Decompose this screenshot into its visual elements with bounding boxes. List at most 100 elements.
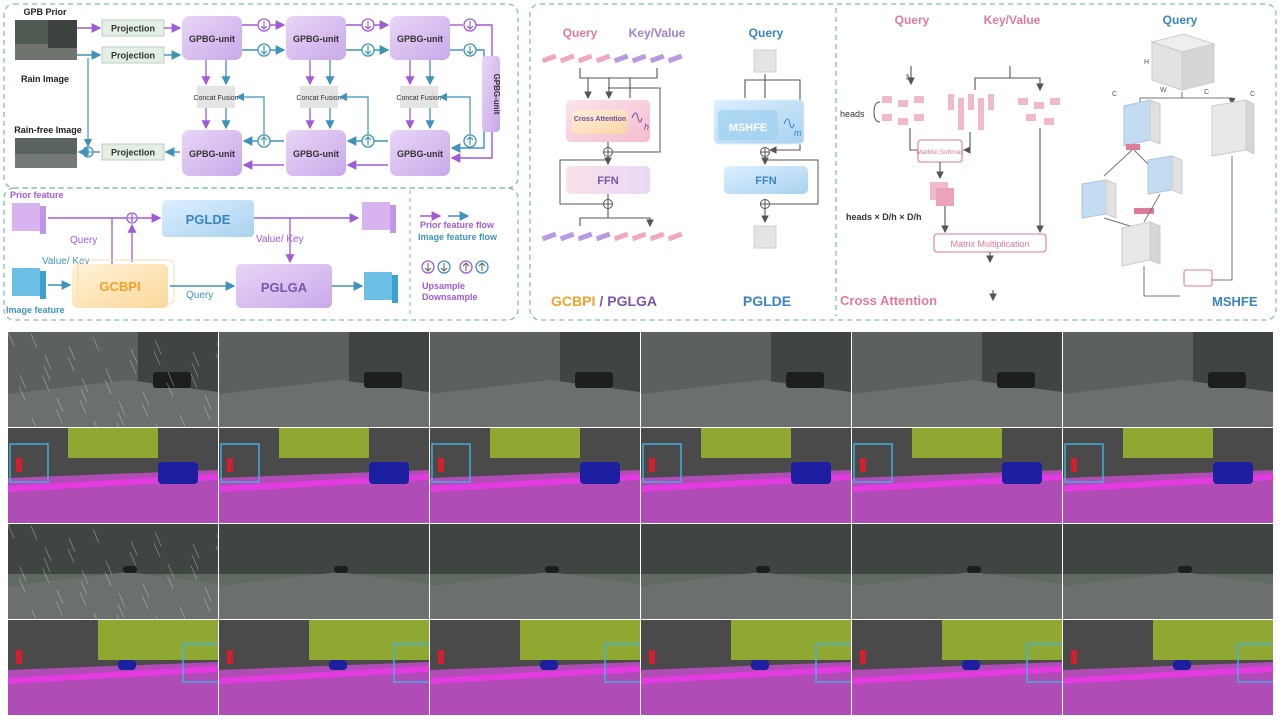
rain-streak <box>116 422 120 427</box>
c-skip-2 <box>559 159 608 205</box>
rain-streak <box>154 339 162 355</box>
c-keyvalue-label: Key/Value <box>629 26 686 40</box>
scene-shape <box>8 524 218 574</box>
c-plus-4-glyph <box>761 200 769 208</box>
d-h-5 <box>898 118 908 125</box>
result-image-svg <box>1063 524 1273 619</box>
d-v-4 <box>1026 114 1036 121</box>
gpbg-label-5: GPBG-unit <box>293 149 339 159</box>
c-gcbpi-title: GCBPI/PGLGA <box>551 293 657 309</box>
result-image <box>8 428 218 523</box>
segmentation-shape <box>279 428 369 458</box>
scene-shape <box>967 566 981 573</box>
result-image-svg <box>219 428 429 523</box>
scene-shape <box>123 566 137 573</box>
projection-label-3: Projection <box>111 148 155 158</box>
down-glyph-5 <box>466 21 474 30</box>
gcbpi-shadow <box>77 259 175 305</box>
result-image-svg <box>641 620 851 715</box>
result-image <box>852 332 1062 427</box>
result-image <box>852 620 1062 715</box>
rain-streak <box>167 563 175 579</box>
c-token-row-bottom <box>541 231 683 242</box>
segmentation-shape <box>430 666 640 684</box>
c-out-cube <box>753 225 777 249</box>
rain-streak <box>43 557 51 573</box>
rain-streak <box>31 417 37 427</box>
rain-streak <box>203 597 211 613</box>
gpb-prior-label: GPB Prior <box>23 7 67 17</box>
c-gcbpi-span: GCBPI <box>551 293 595 309</box>
value-key-label-2: Value/ Key <box>256 234 304 245</box>
result-image <box>430 524 640 619</box>
d-head-blocks <box>882 94 1060 130</box>
down-glyph-2 <box>260 46 268 55</box>
flow-fb1 <box>235 92 265 135</box>
segmentation-shape <box>158 462 198 484</box>
c-h-squiggle <box>631 112 643 123</box>
gpbg-side-unit <box>482 56 500 132</box>
image-out-cube-side <box>392 275 398 303</box>
scene-shape <box>756 566 770 573</box>
rain-image-label: Rain Image <box>21 74 69 84</box>
projection-box-3 <box>101 143 165 161</box>
rain-streak <box>118 592 126 608</box>
up-glyph-2 <box>364 136 372 145</box>
result-image-svg <box>8 428 218 523</box>
rain-streak <box>19 566 27 582</box>
segmentation-shape <box>649 650 655 664</box>
d-v-5 <box>1044 118 1054 125</box>
query-label-2: Query <box>186 290 213 301</box>
rain-streak <box>80 388 88 404</box>
scene-shape <box>641 380 851 427</box>
e-br-front <box>1211 99 1247 157</box>
e-c-label-l: C <box>1112 91 1117 98</box>
segmentation-shape <box>649 458 655 472</box>
scene-shape <box>219 380 429 427</box>
scene-shape <box>641 572 851 619</box>
rain-streak <box>130 540 138 556</box>
c-arrows-in <box>579 68 658 98</box>
segmentation-shape <box>220 443 260 483</box>
segmentation-shape <box>438 650 444 664</box>
result-image-svg <box>219 620 429 715</box>
e-merge-cube <box>1121 221 1161 267</box>
segmentation-shape <box>701 428 791 458</box>
result-image-svg <box>1063 428 1273 523</box>
prior-out-cube <box>362 202 390 230</box>
segmentation-shape <box>1173 660 1191 670</box>
scene-shape <box>1208 372 1246 388</box>
rain-streak <box>179 414 186 427</box>
image-feature-cube <box>12 268 40 296</box>
rain-streak <box>166 382 174 398</box>
c-skip-1 <box>608 87 661 153</box>
pglde-label: PGLDE <box>186 212 231 227</box>
gcbpi-box <box>72 264 168 308</box>
rain-streak <box>67 356 75 372</box>
scene-shape <box>1178 566 1192 573</box>
e-branch-cube-left <box>1123 99 1161 147</box>
rain-streak <box>105 368 113 384</box>
segmentation-shape <box>751 660 769 670</box>
legend-image-flow: Image feature flow <box>418 232 498 242</box>
segmentation-shape <box>1064 443 1104 483</box>
rain-streak <box>215 545 218 552</box>
rain-streak <box>129 551 137 567</box>
segmentation-shape <box>1123 428 1213 458</box>
result-image <box>852 428 1062 523</box>
result-image-svg <box>219 524 429 619</box>
e-sl-side <box>1105 179 1117 219</box>
up-glyph-1 <box>260 136 268 145</box>
legend-upsample: Upsample <box>422 281 465 291</box>
d-kv-label: Key/Value <box>984 13 1041 27</box>
c-query-cube <box>753 49 777 73</box>
d-attn-map-2 <box>936 188 954 206</box>
segmentation-shape <box>369 462 409 484</box>
c-pglga-span: PGLGA <box>607 293 657 309</box>
image-feature-cube-side <box>40 271 46 299</box>
c-ffn-label: FFN <box>597 175 618 187</box>
rain-streak <box>192 543 200 559</box>
gpbg-unit-3 <box>390 16 450 60</box>
d-h-3 <box>914 96 924 103</box>
segmentation-shape <box>540 660 558 670</box>
